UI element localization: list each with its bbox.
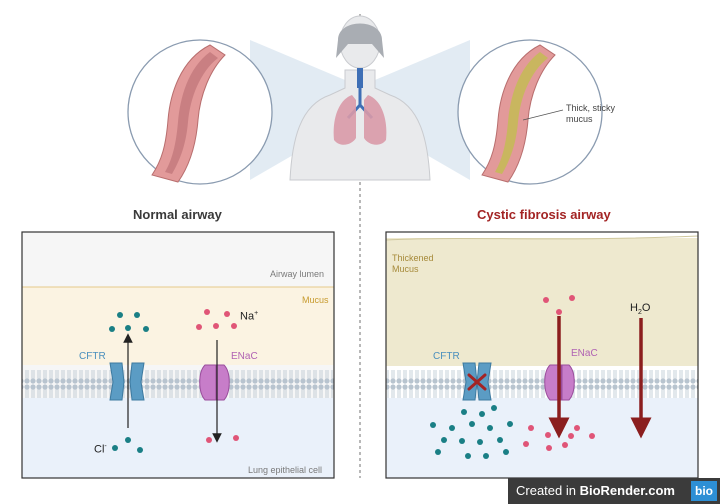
- thickened-mucus-label: Thickened Mucus: [392, 253, 434, 275]
- sodium-symbol: Na: [240, 310, 255, 323]
- callout-line-1: Thick, sticky: [566, 103, 616, 113]
- right-sodium-ions-cell: [523, 425, 595, 451]
- thickened-line-2: Mucus: [392, 264, 419, 274]
- created-in-text: Created in: [516, 483, 580, 498]
- water-label: H2O: [630, 302, 650, 316]
- biorender-text: Created in BioRender.com: [516, 483, 675, 498]
- sodium-charge: +: [254, 310, 259, 317]
- airway-lumen-label: Airway lumen: [270, 269, 325, 279]
- sodium-label: Na+: [240, 310, 258, 323]
- normal-airway-heading: Normal airway: [133, 207, 222, 222]
- right-chloride-ions-cell: [430, 405, 513, 459]
- mucus-label: Mucus: [302, 295, 329, 305]
- right-cftr-channel-icon: [462, 362, 492, 401]
- left-membrane: [22, 366, 334, 398]
- water-sub: 2: [637, 309, 642, 317]
- cf-airway-magnifier: [457, 39, 603, 185]
- biorender-brand-text: BioRender.com: [579, 483, 675, 498]
- left-sodium-ions-lumen: [196, 309, 237, 330]
- left-chloride-ions-cell: [112, 437, 143, 453]
- left-chloride-ions-lumen: [109, 312, 149, 332]
- cf-airway-panel: [385, 231, 699, 479]
- human-figure-icon: [289, 15, 431, 181]
- left-cftr-channel-icon: [109, 362, 145, 401]
- chloride-symbol: Cl: [94, 443, 105, 456]
- right-enac-label: ENaC: [571, 348, 598, 359]
- normal-airway-magnifier: [127, 39, 273, 185]
- left-magnify-cone: [250, 40, 345, 180]
- chloride-label: Cl-: [94, 443, 107, 456]
- callout-label: Thick, sticky mucus: [566, 103, 615, 125]
- thickened-line-1: Thickened: [392, 253, 434, 263]
- right-sodium-ions-lumen: [543, 295, 575, 315]
- left-enac-label: ENaC: [231, 351, 258, 362]
- cftr-blocked-x-icon: [467, 373, 487, 391]
- chloride-charge: -: [104, 443, 107, 450]
- callout-line-2: mucus: [566, 114, 593, 124]
- water-h: H: [630, 302, 638, 314]
- right-membrane: [386, 366, 698, 398]
- left-sodium-ions-cell: [206, 435, 239, 443]
- right-magnify-cone: [375, 40, 470, 180]
- cf-airway-heading: Cystic fibrosis airway: [477, 207, 611, 222]
- biorender-logo-icon: bio: [691, 481, 717, 501]
- right-cftr-label: CFTR: [433, 351, 460, 362]
- normal-airway-panel: [21, 231, 335, 479]
- left-enac-channel-icon: [199, 364, 230, 401]
- cell-label: Lung epithelial cell: [248, 465, 323, 475]
- biorender-watermark: Created in BioRender.com bio: [508, 478, 720, 504]
- water-o: O: [641, 302, 651, 314]
- right-enac-channel-icon: [544, 364, 575, 401]
- left-cftr-label: CFTR: [79, 351, 106, 362]
